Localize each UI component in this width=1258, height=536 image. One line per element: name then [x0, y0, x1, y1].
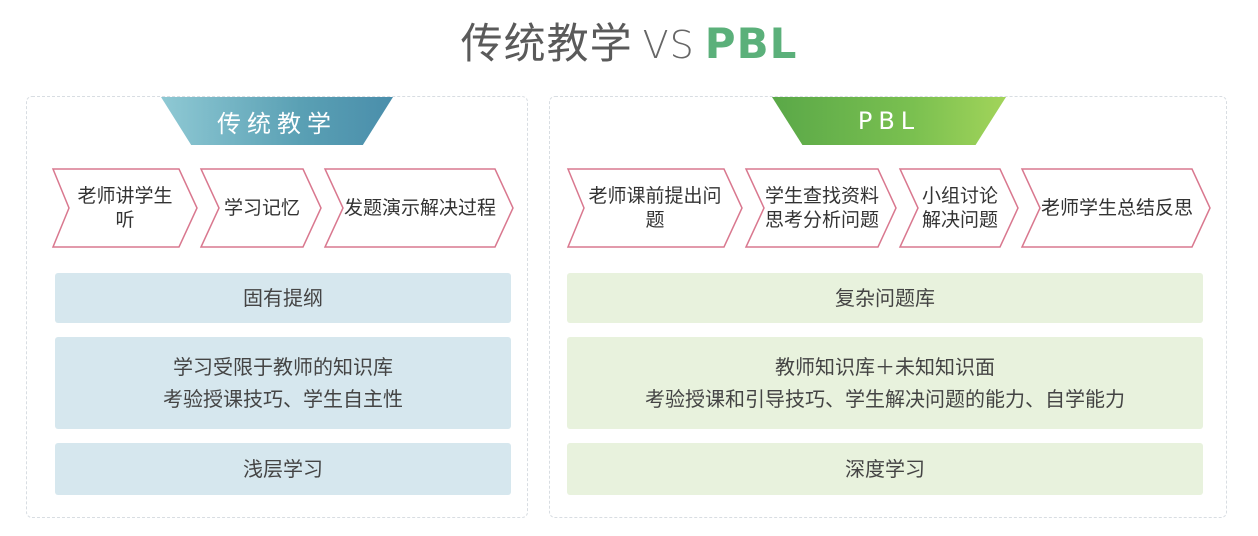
- pbl-step-2: 学生查找资料 思考分析问题: [744, 167, 898, 249]
- traditional-step-2: 学习记忆: [199, 167, 323, 249]
- traditional-row-knowledge-line2: 考验授课技巧、学生自主性: [163, 387, 403, 411]
- traditional-step-3: 发题演示解决过程: [323, 167, 515, 249]
- traditional-step-1: 老师讲学生听: [51, 167, 199, 249]
- title-pbl: PBL: [704, 19, 798, 68]
- traditional-row-outline: 固有提纲: [55, 273, 511, 323]
- pbl-row-depth-text: 深度学习: [845, 457, 925, 481]
- traditional-row-outline-text: 固有提纲: [243, 286, 323, 310]
- pbl-step-4-label: 老师学生总结反思: [1040, 197, 1193, 219]
- traditional-tab: 传统教学: [161, 97, 393, 145]
- title-vs: VS: [642, 23, 695, 67]
- pbl-step-2-label: 学生查找资料 思考分析问题: [764, 185, 879, 231]
- pbl-step-4: 老师学生总结反思: [1020, 167, 1212, 249]
- pbl-row-depth: 深度学习: [567, 443, 1203, 495]
- traditional-row-depth: 浅层学习: [55, 443, 511, 495]
- traditional-step-3-label: 发题演示解决过程: [343, 197, 496, 219]
- pbl-step-3: 小组讨论 解决问题: [898, 167, 1020, 249]
- traditional-step-2-label: 学习记忆: [223, 197, 300, 219]
- traditional-row-knowledge-line1: 学习受限于教师的知识库: [173, 355, 393, 379]
- traditional-panel: 传统教学 老师讲学生听 学习记忆 发题演示解决过程 固有提纲 学习受限于教师的知…: [26, 96, 528, 518]
- pbl-step-1: 老师课前提出问题: [566, 167, 744, 249]
- pbl-step-1-label: 老师课前提出问题: [588, 185, 722, 231]
- pbl-tab: PBL: [772, 97, 1006, 145]
- pbl-row-knowledge-line1: 教师知识库＋未知知识面: [775, 355, 995, 379]
- pbl-row-knowledge-line2: 考验授课和引导技巧、学生解决问题的能力、自学能力: [645, 387, 1125, 411]
- pbl-row-problem-bank: 复杂问题库: [567, 273, 1203, 323]
- pbl-row-problem-bank-text: 复杂问题库: [835, 286, 935, 310]
- pbl-step-3-label: 小组讨论 解决问题: [921, 185, 998, 231]
- traditional-row-knowledge: 学习受限于教师的知识库 考验授课技巧、学生自主性: [55, 337, 511, 429]
- traditional-row-depth-text: 浅层学习: [243, 457, 323, 481]
- pbl-row-knowledge: 教师知识库＋未知知识面 考验授课和引导技巧、学生解决问题的能力、自学能力: [567, 337, 1203, 429]
- pbl-panel: PBL 老师课前提出问题 学生查找资料 思考分析问题 小组讨论 解决问题: [549, 96, 1227, 518]
- traditional-step-1-label: 老师讲学生听: [77, 185, 173, 231]
- title-traditional: 传统教学: [460, 19, 633, 68]
